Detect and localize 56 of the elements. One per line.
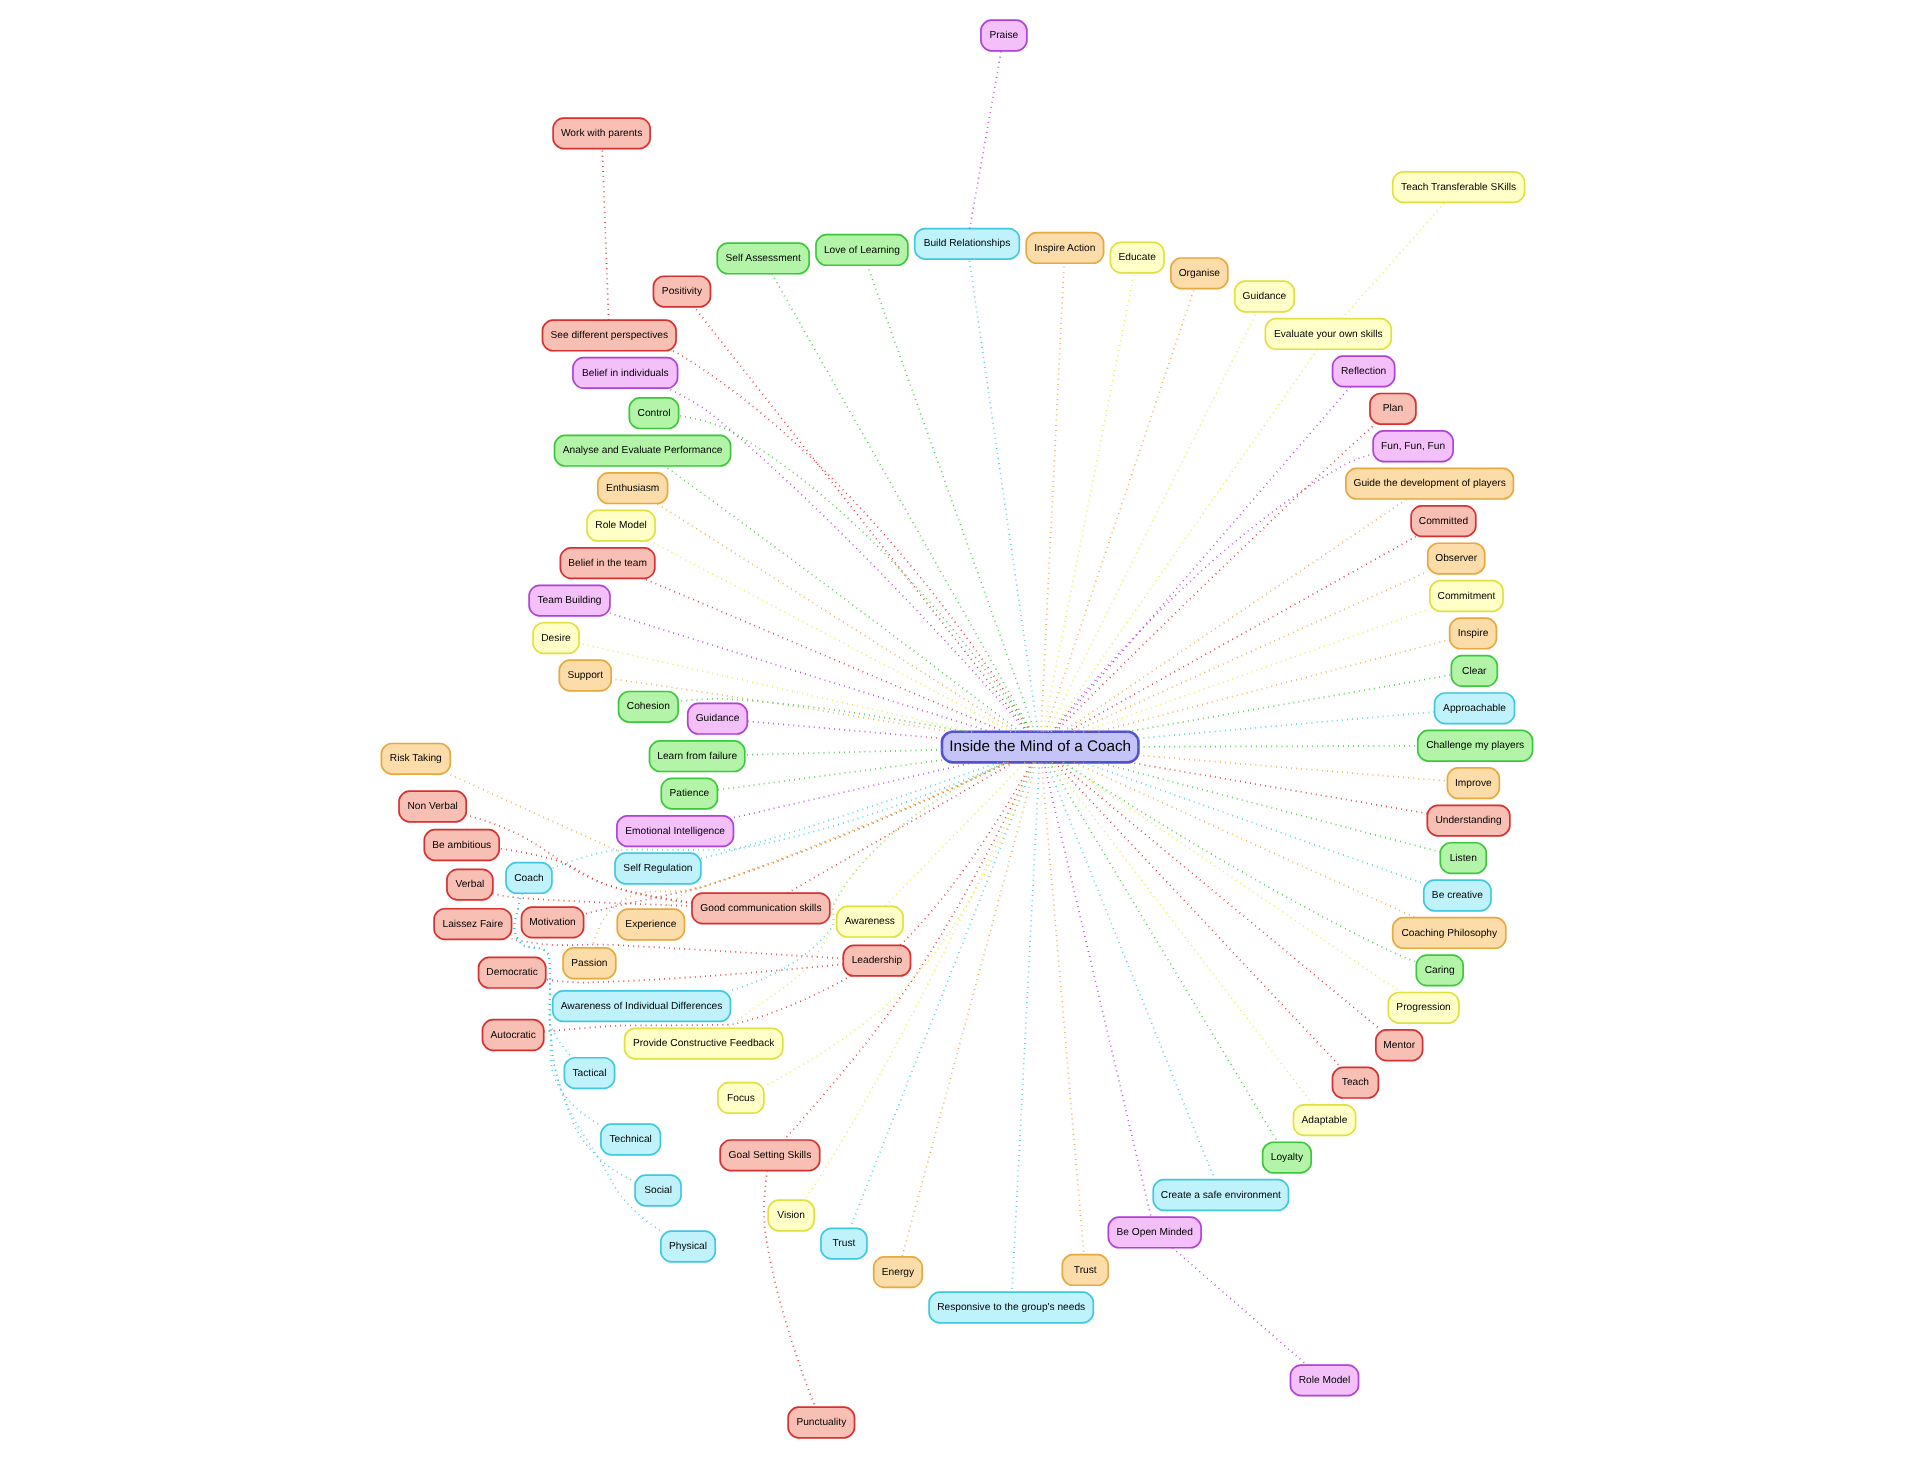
- connector: [1049, 348, 1318, 733]
- connector: [1051, 385, 1351, 733]
- connector: [883, 761, 1025, 908]
- connector: [731, 761, 974, 819]
- node-box: Inside the Mind of a Coach: [939, 730, 1139, 764]
- connector: [1072, 570, 1428, 733]
- connector: [848, 761, 1034, 1229]
- connector: [1046, 311, 1257, 733]
- connector: [782, 761, 1033, 1141]
- connector: [967, 50, 1001, 230]
- connector: [1081, 761, 1424, 885]
- connector: [497, 847, 692, 904]
- connector: [663, 761, 1008, 910]
- connector: [1052, 761, 1341, 1069]
- connector: [1039, 262, 1064, 733]
- connector: [1044, 761, 1215, 1181]
- connector: [770, 273, 1032, 733]
- connector: [447, 773, 624, 855]
- connector: [1041, 272, 1134, 733]
- connector: [1136, 711, 1435, 740]
- connector: [1340, 201, 1445, 320]
- connector: [967, 258, 1038, 733]
- connector: [1043, 287, 1195, 733]
- connector: [1056, 761, 1381, 1031]
- connector: [762, 1169, 815, 1408]
- connector: [1127, 761, 1427, 815]
- connector: [1039, 761, 1084, 1256]
- connector: [692, 306, 1028, 733]
- connector: [785, 761, 1014, 894]
- connector: [762, 761, 1035, 1088]
- connector: [699, 761, 998, 860]
- connector: [464, 814, 692, 905]
- connector: [898, 761, 1032, 946]
- connector: [1081, 608, 1430, 733]
- connector: [590, 761, 1009, 949]
- connector: [1050, 761, 1313, 1106]
- connector: [1047, 761, 1278, 1143]
- connector: [1170, 1247, 1307, 1366]
- connector: [1072, 761, 1416, 919]
- connector: [900, 761, 1036, 1258]
- connector: [801, 761, 1034, 1201]
- connector: [541, 975, 851, 1033]
- connector: [1125, 674, 1452, 733]
- connector: [1136, 754, 1448, 782]
- connector: [550, 761, 1007, 869]
- connector: [715, 759, 942, 791]
- connector: [544, 963, 843, 984]
- connector: [491, 892, 692, 907]
- connector: [1061, 498, 1407, 733]
- connector: [512, 892, 661, 1232]
- connector: [745, 720, 942, 740]
- connector: [865, 264, 1035, 733]
- connector: [1060, 761, 1401, 994]
- connector: [1061, 761, 1416, 963]
- connector: [1065, 535, 1416, 733]
- connector: [742, 748, 942, 756]
